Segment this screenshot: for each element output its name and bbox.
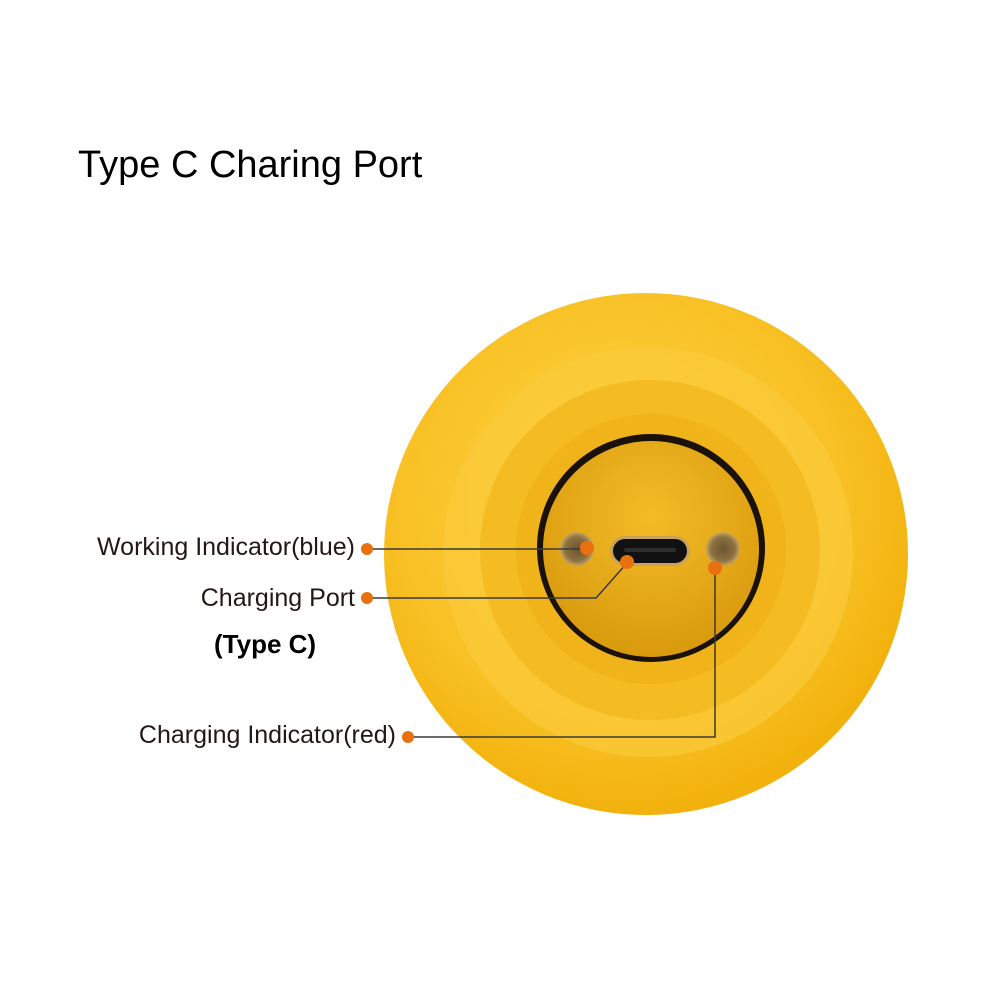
callout-dot: [620, 555, 634, 569]
label-charging-indicator: Charging Indicator(red): [138, 721, 396, 749]
label-charging-port-type: (Type C): [214, 629, 317, 659]
callout-line-port: [367, 562, 628, 599]
callout-dot: [402, 731, 414, 743]
usb-c-tongue: [624, 548, 676, 552]
callout-dot: [361, 592, 373, 604]
label-working-indicator: Working Indicator(blue): [97, 533, 355, 561]
charging-led: [706, 532, 740, 566]
callout-line-charging: [408, 568, 716, 738]
callout-dot: [708, 561, 722, 575]
callout-dot: [361, 543, 373, 555]
callout-dot: [580, 541, 594, 555]
page-title: Type C Charing Port: [78, 144, 423, 186]
label-charging-port: Charging Port: [200, 584, 355, 612]
